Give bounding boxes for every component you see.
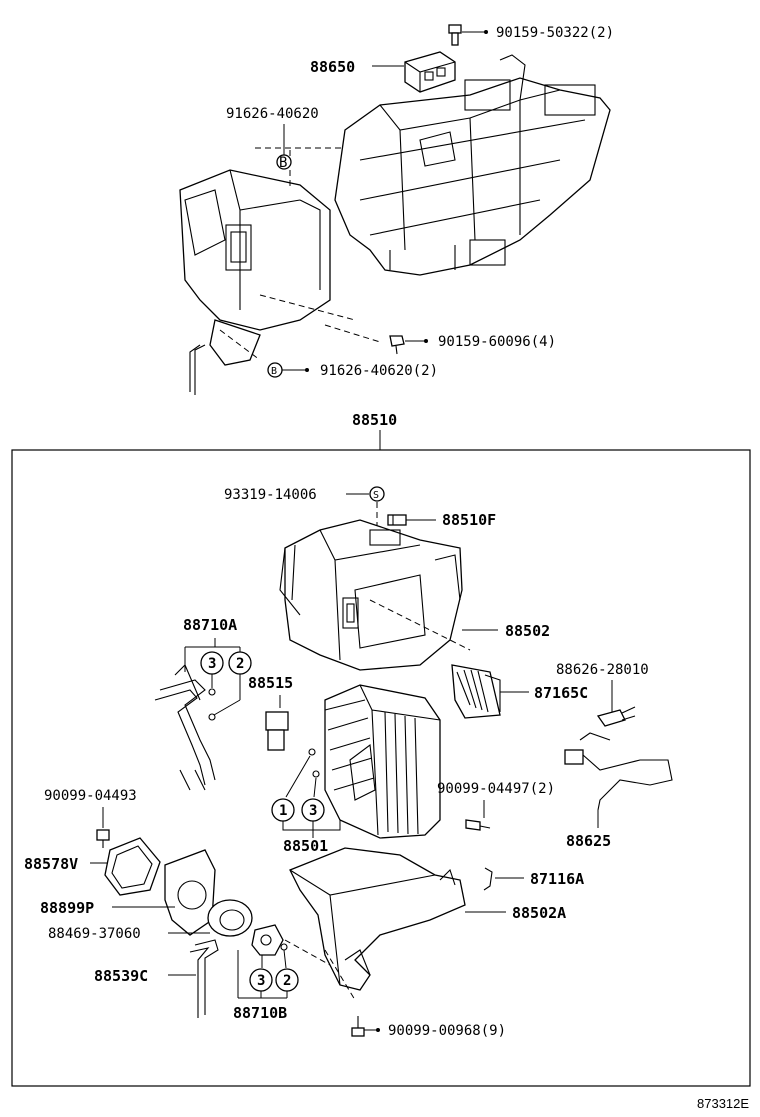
- marker-3-a-text: 3: [208, 656, 216, 672]
- callout-label: 91626-40620(2): [320, 363, 438, 379]
- callout-label: 88626-28010: [556, 662, 649, 678]
- marker-2-b-text: 2: [283, 973, 291, 989]
- marker-3-c-text: 3: [257, 973, 265, 989]
- callout-label: 90159-60096(4): [438, 334, 556, 350]
- callout-label: 88539C: [94, 967, 148, 985]
- callout-label: 88710A: [183, 616, 237, 634]
- plate-88899P: [164, 849, 216, 936]
- connector-8862628010: [596, 706, 636, 727]
- clip-87116A: [483, 867, 493, 891]
- callout-label: 87116A: [530, 870, 584, 888]
- assembly-label: 88510: [352, 411, 397, 429]
- evaporator-88501: [324, 684, 441, 839]
- sensor-88515: [265, 711, 289, 751]
- marker-s-text: S: [373, 490, 379, 501]
- heater-case-upper: [334, 54, 611, 276]
- callout-label: 90159-50322(2): [496, 25, 614, 41]
- case-88502: [279, 519, 463, 671]
- assembly-frame: [11, 449, 751, 1087]
- valve-88710B: [251, 924, 284, 956]
- callout-label: 90099-00968(9): [388, 1023, 506, 1039]
- callout-label: 87165C: [534, 684, 588, 702]
- marker-2-a-text: 2: [236, 656, 244, 672]
- callout-label: 88501: [283, 837, 328, 855]
- resistor-87165C: [451, 664, 501, 719]
- marker-b-text: B: [279, 155, 287, 171]
- hose-88539C: [189, 939, 219, 1018]
- callout-label: 90099-04497(2): [437, 781, 555, 797]
- screw-9009904493: [96, 829, 110, 848]
- screw-9015960096: [389, 335, 405, 355]
- harness-88625: [564, 732, 673, 811]
- callout-label: 93319-14006: [224, 487, 317, 503]
- callout-label: 91626-40620: [226, 106, 319, 122]
- marker-b: [276, 154, 292, 170]
- callout-label: 88899P: [40, 899, 94, 917]
- callout-label: 88650: [310, 58, 355, 76]
- callout-label: 88502A: [512, 904, 566, 922]
- screw-9009904497: [465, 819, 491, 831]
- marker-s: [369, 486, 385, 502]
- callout-label: 88510F: [442, 511, 496, 529]
- callout-label: 88710B: [233, 1004, 287, 1022]
- clip-88510F: [387, 514, 407, 526]
- callout-label: 88469-37060: [48, 926, 141, 942]
- marker-3-b-text: 3: [309, 803, 317, 819]
- callout-label: 88515: [248, 674, 293, 692]
- pipe-88710A: [154, 664, 216, 791]
- case-88502A: [289, 847, 466, 991]
- marker-1-text: 1: [279, 803, 287, 819]
- figure-code: 873312E: [697, 1096, 749, 1111]
- bolt-9009900968: [351, 1016, 365, 1037]
- gasket-88578V: [104, 837, 161, 896]
- bolt-9015950322: [448, 24, 462, 46]
- blower-case-upper: [179, 169, 331, 395]
- ring-8846937060: [207, 899, 253, 937]
- marker-b2-text: B: [271, 366, 277, 377]
- callout-label: 88578V: [24, 855, 78, 873]
- relay-88650: [404, 51, 456, 93]
- callout-label: 90099-04493: [44, 788, 137, 804]
- callout-label: 88502: [505, 622, 550, 640]
- callout-label: 88625: [566, 832, 611, 850]
